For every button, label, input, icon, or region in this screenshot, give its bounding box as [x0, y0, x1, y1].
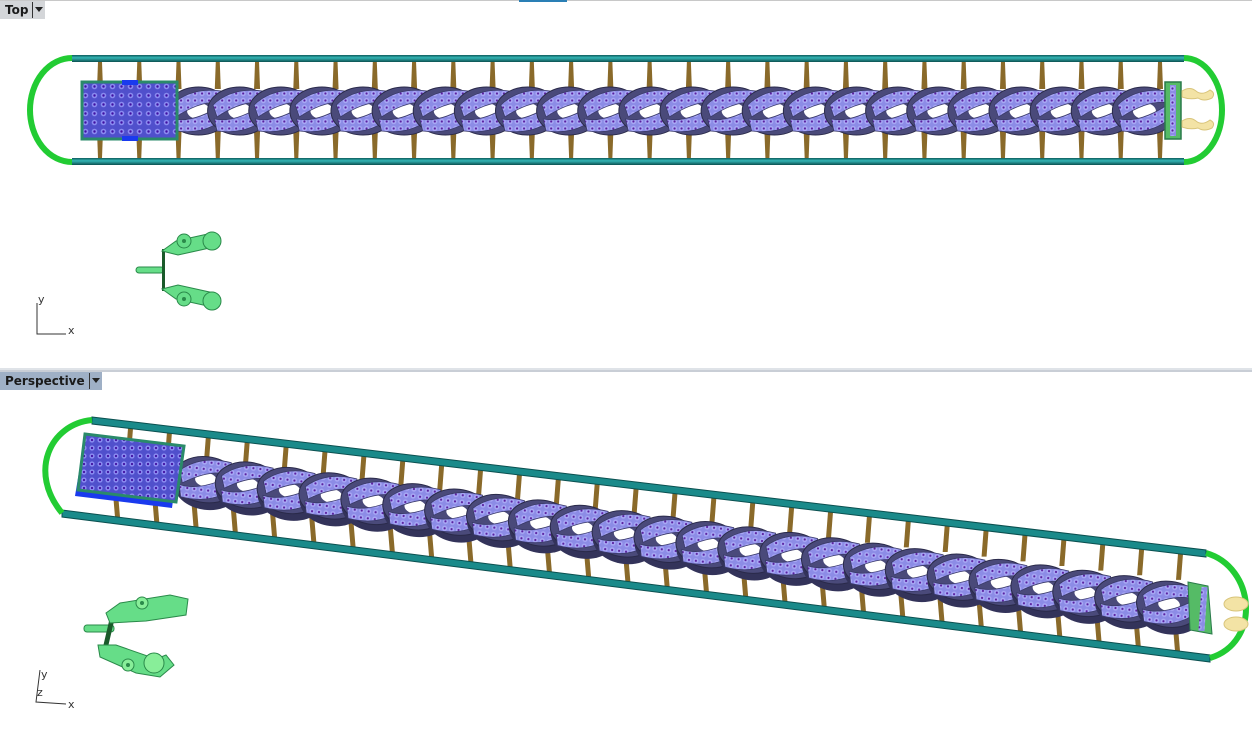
viewport-tab-top[interactable]: Top	[0, 1, 46, 19]
frame-rail-bottom	[61, 509, 1211, 663]
clasp-box	[75, 432, 186, 508]
frame-end-arc-right	[1183, 55, 1225, 165]
perspective-viewport[interactable]: Perspective	[0, 370, 1252, 737]
viewport-title[interactable]: Perspective	[5, 374, 85, 388]
viewport-menu-button[interactable]	[32, 2, 45, 18]
viewport-menu-button[interactable]	[88, 373, 102, 389]
sprues	[97, 62, 1163, 158]
top-view-canvas[interactable]: y x	[0, 1, 1252, 368]
clasp-end	[1187, 581, 1249, 635]
axis-label-y: y	[38, 293, 45, 306]
chevron-down-icon	[35, 7, 44, 12]
frame-end-arc-left	[42, 417, 93, 515]
axis-indicator: y x	[36, 293, 75, 337]
clasp-end	[1164, 81, 1215, 140]
axis-label-x: x	[68, 698, 75, 711]
perspective-view-canvas[interactable]: y z x	[0, 372, 1252, 737]
viewport-tab-perspective[interactable]: Perspective	[0, 372, 102, 390]
frame-rail-top	[72, 55, 1184, 62]
axis-label-x: x	[68, 324, 75, 337]
frame-end-arc-left	[27, 55, 73, 165]
axis-label-y: y	[41, 668, 48, 681]
axis-indicator: y z x	[35, 668, 75, 711]
top-viewport[interactable]: Top	[0, 0, 1252, 368]
chevron-down-icon	[91, 378, 100, 383]
clasp-box	[80, 80, 179, 141]
cuban-links	[165, 86, 1178, 136]
casting-tree-part	[135, 231, 222, 311]
active-viewport-indicator	[519, 0, 567, 2]
frame-rail-bottom	[72, 158, 1184, 165]
viewport-divider[interactable]	[0, 368, 1252, 370]
viewport-title[interactable]: Top	[5, 3, 29, 17]
axis-label-z: z	[37, 686, 43, 699]
casting-tree-part	[83, 594, 189, 678]
cuban-links	[172, 456, 1204, 635]
